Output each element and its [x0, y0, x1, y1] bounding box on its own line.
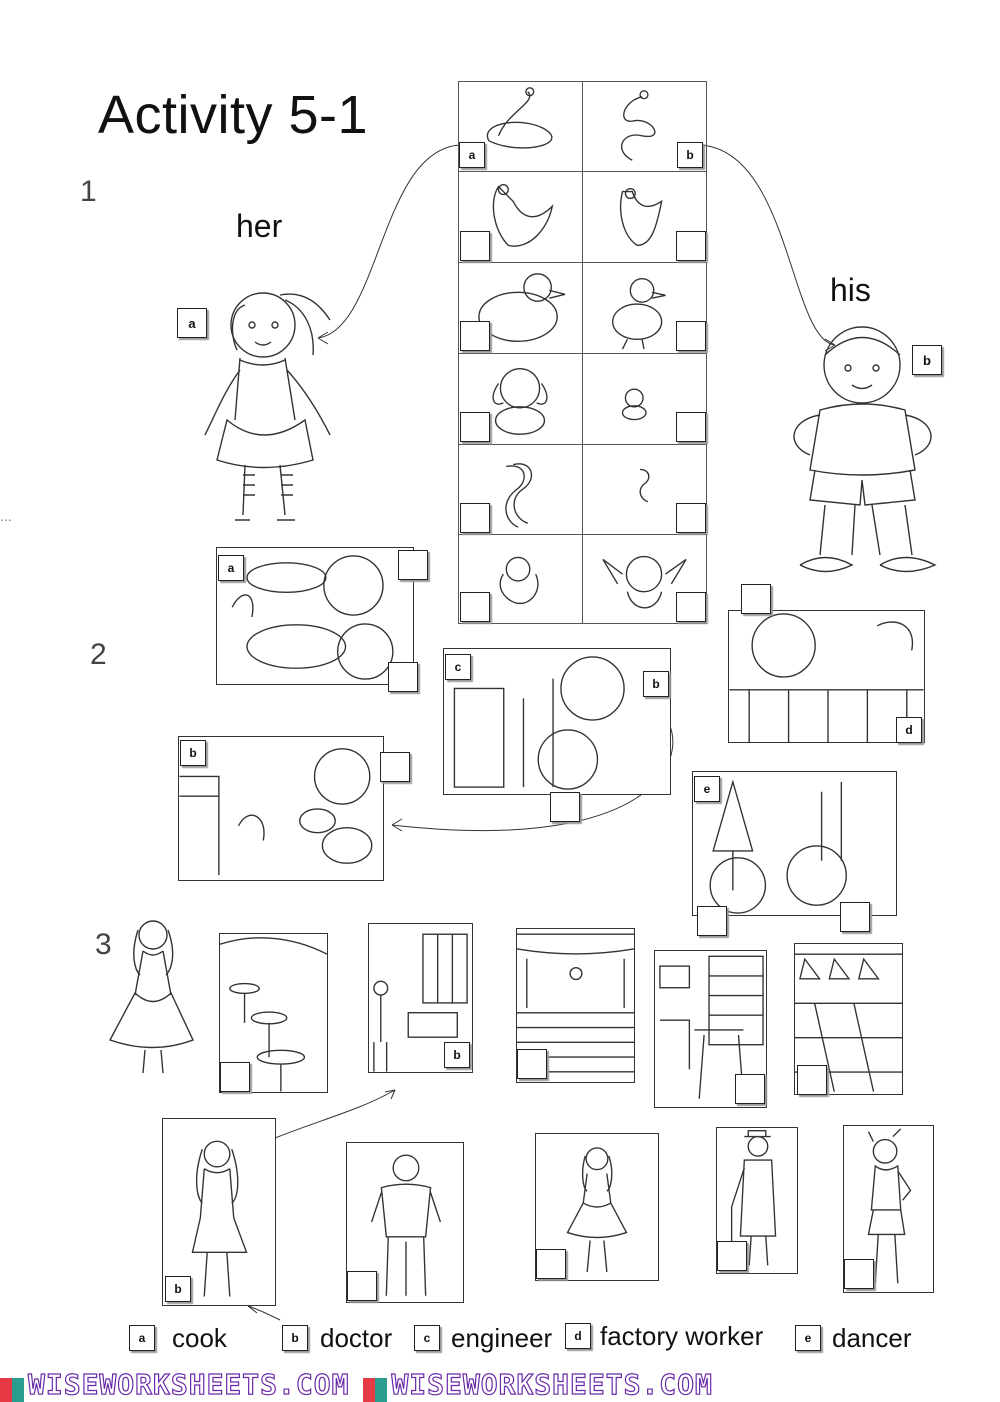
answer-b-word: doctor: [320, 1323, 393, 1353]
grid-box-2b[interactable]: [676, 231, 706, 261]
section-number-3: 3: [95, 928, 112, 961]
old-man-box[interactable]: [717, 1241, 747, 1271]
grid-box-3a[interactable]: [460, 321, 490, 351]
grid-cell-chick-big: [582, 534, 707, 624]
grid-label-b[interactable]: b: [677, 142, 703, 168]
farm-box[interactable]: [380, 752, 410, 782]
side-text: ...: [0, 508, 12, 524]
woman-doctor-card: [162, 1118, 276, 1306]
girl-box[interactable]: [844, 1259, 874, 1289]
answer-d-letter: d: [565, 1323, 591, 1349]
town-inner-label[interactable]: b: [643, 671, 669, 697]
pronoun-her: her: [236, 208, 283, 244]
grid-box-3b[interactable]: [676, 321, 706, 351]
pond-scene: [216, 547, 414, 685]
town-label[interactable]: c: [445, 654, 471, 680]
shop-box[interactable]: [797, 1065, 827, 1095]
pond-box-bottom[interactable]: [388, 662, 418, 692]
grid-box-5a[interactable]: [460, 503, 490, 533]
page-title: Activity 5-1: [98, 85, 369, 145]
grid-box-5b[interactable]: [676, 503, 706, 533]
footer-watermark: WISEWORKSHEETS.COM WISEWORKSHEETS.COM: [0, 1367, 1000, 1402]
town-box-bottom[interactable]: [550, 792, 580, 822]
grid-box-4a[interactable]: [460, 412, 490, 442]
woman-illustration: [105, 915, 200, 1075]
hospital-label[interactable]: b: [444, 1042, 470, 1068]
grid-label-a[interactable]: a: [459, 142, 485, 168]
girl-answer-box[interactable]: a: [177, 308, 207, 338]
forest-box-left[interactable]: [697, 906, 727, 936]
pronoun-his: his: [830, 272, 871, 308]
answer-a-letter: a: [129, 1325, 155, 1351]
footer-brand-2: WISEWORKSHEETS.COM: [363, 1367, 712, 1402]
theatre-box[interactable]: [517, 1049, 547, 1079]
brand-logo-icon: [0, 1377, 24, 1402]
forest-scene: [692, 771, 897, 916]
office-box[interactable]: [735, 1074, 765, 1104]
boy-answer-box[interactable]: b: [912, 345, 942, 375]
grid-box-2a[interactable]: [460, 231, 490, 261]
answer-a-word: cook: [172, 1323, 227, 1353]
town-scene: [443, 648, 671, 795]
zoo-box-top[interactable]: [741, 584, 771, 614]
answer-e-letter: e: [795, 1325, 821, 1351]
section-number-1: 1: [80, 175, 97, 208]
farm-label[interactable]: b: [180, 740, 206, 766]
grid-box-4b[interactable]: [676, 412, 706, 442]
dancer-box[interactable]: [536, 1249, 566, 1279]
answer-d-word: factory worker: [600, 1321, 764, 1351]
pond-label[interactable]: a: [218, 555, 244, 581]
brand-logo-icon: [363, 1377, 388, 1402]
man-card: [346, 1142, 464, 1303]
zoo-scene: [728, 610, 925, 743]
footer-brand-1: WISEWORKSHEETS.COM: [0, 1367, 349, 1402]
boy-illustration: [780, 320, 945, 590]
section-number-2: 2: [90, 638, 107, 671]
answer-c-letter: c: [414, 1325, 440, 1351]
zoo-label[interactable]: d: [896, 717, 922, 743]
grid-box-6b[interactable]: [676, 592, 706, 622]
man-box[interactable]: [347, 1271, 377, 1301]
answer-c-word: engineer: [451, 1323, 553, 1353]
grid-box-6a[interactable]: [460, 592, 490, 622]
forest-label[interactable]: e: [694, 776, 720, 802]
cafe-box[interactable]: [220, 1062, 250, 1092]
girl-illustration: [195, 250, 340, 530]
answer-b-letter: b: [282, 1325, 308, 1351]
forest-box-right[interactable]: [840, 902, 870, 932]
woman-doctor-label[interactable]: b: [165, 1276, 191, 1302]
pond-box-top[interactable]: [398, 550, 428, 580]
answer-e-word: dancer: [832, 1323, 912, 1353]
farm-scene: [178, 736, 384, 881]
